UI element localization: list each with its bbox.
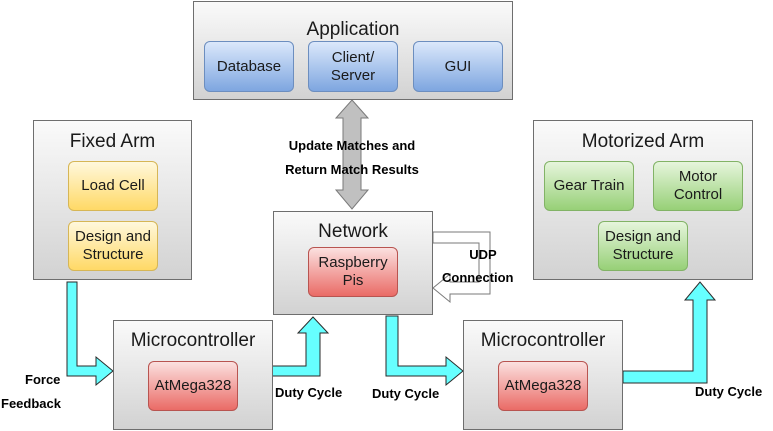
update-matches-label: Update Matches and — [288, 138, 416, 153]
microcontroller-right-title: Microcontroller — [480, 330, 606, 351]
atmega328-left-block: AtMega328 — [148, 361, 238, 411]
raspberry-pis-block: Raspberry Pis — [308, 247, 398, 297]
duty-cycle-to-micro-right-arrow — [385, 315, 464, 387]
feedback-label: Feedback — [1, 396, 61, 411]
connection-label: Connection — [442, 270, 514, 285]
fixed-arm-design-structure-block: Design and Structure — [68, 221, 158, 271]
gear-train-block: Gear Train — [544, 161, 634, 211]
motor-control-block: Motor Control — [653, 161, 743, 211]
microcontroller-left-title: Microcontroller — [130, 330, 256, 351]
motorized-arm-box: Motorized Arm Gear Train Motor Control D… — [533, 120, 753, 280]
network-title: Network — [318, 221, 388, 242]
motorized-arm-design-structure-block: Design and Structure — [598, 221, 688, 271]
network-box: Network Raspberry Pis — [273, 211, 433, 315]
database-block: Database — [204, 41, 294, 92]
duty-cycle-label-2: Duty Cycle — [372, 386, 440, 401]
udp-label: UDP — [469, 247, 497, 262]
duty-cycle-label-1: Duty Cycle — [275, 385, 343, 400]
fixed-arm-box: Fixed Arm Load Cell Design and Structure — [33, 120, 192, 280]
microcontroller-right-box: Microcontroller AtMega328 — [463, 320, 623, 430]
return-match-results-label: Return Match Results — [285, 162, 419, 177]
udp-loop-arrow — [432, 231, 491, 304]
force-label: Force — [25, 372, 61, 387]
application-title: Application — [306, 19, 400, 40]
gui-block: GUI — [413, 41, 503, 92]
client-server-block: Client/ Server — [308, 41, 398, 92]
load-cell-block: Load Cell — [68, 161, 158, 211]
duty-cycle-to-motorized-arm-arrow — [622, 281, 717, 384]
app-network-bidirectional-arrow — [334, 99, 370, 210]
duty-cycle-label-3: Duty Cycle — [695, 384, 763, 399]
duty-cycle-to-network-arrow — [271, 316, 330, 377]
atmega328-right-block: AtMega328 — [498, 361, 588, 411]
microcontroller-left-box: Microcontroller AtMega328 — [113, 320, 273, 430]
motorized-arm-title: Motorized Arm — [581, 131, 705, 152]
application-box: Application Database Client/ Server GUI — [193, 1, 513, 100]
fixed-arm-title: Fixed Arm — [69, 131, 156, 152]
force-feedback-arrow — [66, 281, 114, 387]
